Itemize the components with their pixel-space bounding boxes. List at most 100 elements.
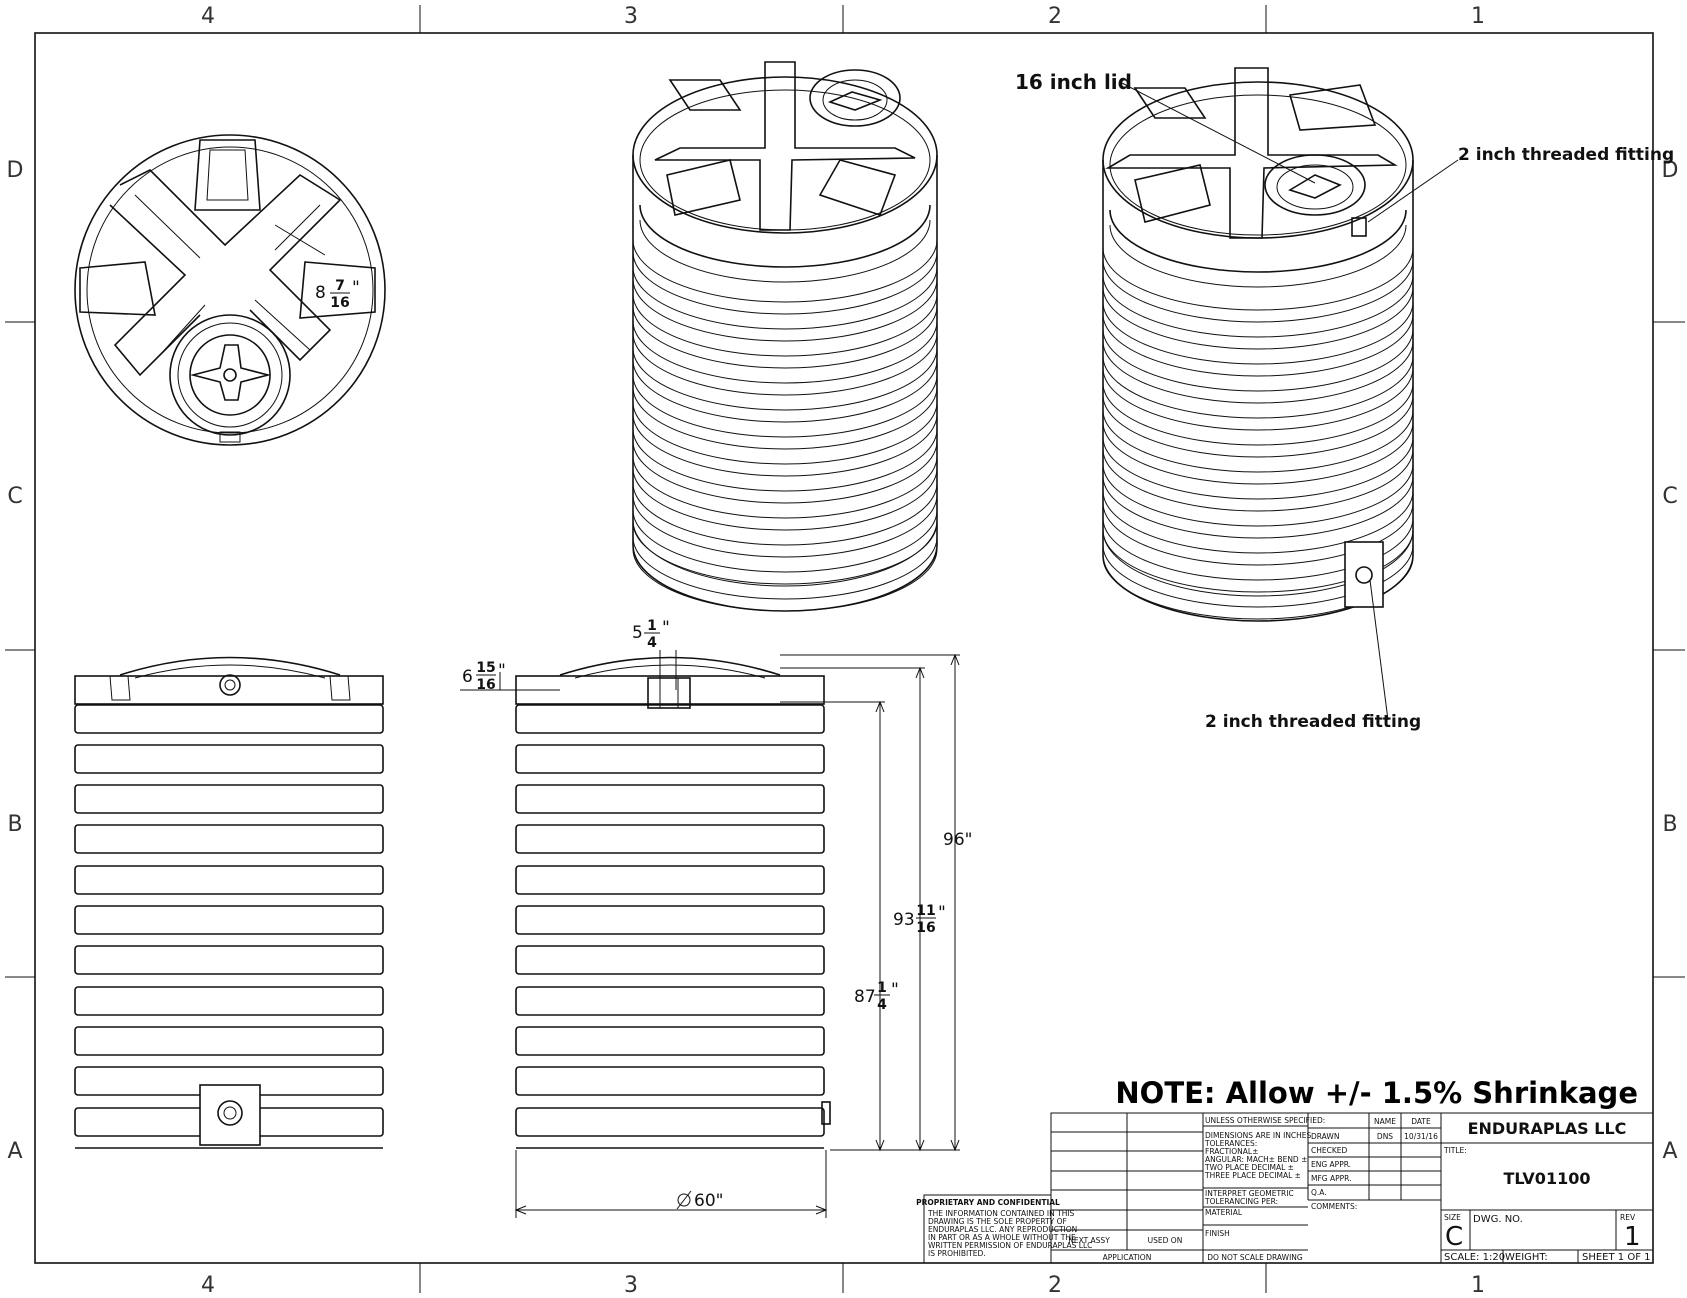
dim-top-num: 7: [335, 278, 345, 294]
dim-top-den: 16: [330, 295, 349, 311]
interpret-line-1: INTERPRET GEOMETRIC: [1205, 1189, 1294, 1198]
tank-rib: [74, 1026, 384, 1056]
col-name: NAME: [1374, 1117, 1396, 1126]
tank-rib: [632, 455, 938, 519]
tank-rib: [632, 374, 938, 438]
tank-rib: [74, 945, 384, 975]
comments-label: COMMENTS:: [1311, 1202, 1357, 1211]
zone-col-3-top: 3: [624, 4, 638, 29]
zone-col-4-bottom: 4: [201, 1273, 215, 1298]
tank-rib: [1102, 517, 1414, 581]
dim-h3-den: 4: [877, 997, 887, 1013]
zone-row-b-left: B: [7, 812, 22, 837]
side-view: [460, 650, 960, 1218]
tank-rib: [515, 784, 825, 814]
tol-line-4: ANGULAR: MACH± BEND ±: [1205, 1155, 1307, 1164]
used-on-label: USED ON: [1148, 1236, 1183, 1245]
isometric-view-right: [1102, 67, 1459, 721]
zone-row-d-left: D: [7, 158, 24, 183]
drawn-date: 10/31/16: [1404, 1132, 1438, 1141]
tank-rib: [632, 266, 938, 330]
tank-rib: [632, 536, 938, 600]
tank-rib: [1102, 463, 1414, 527]
tank-rib: [1102, 544, 1414, 608]
tank-rib: [632, 413, 938, 477]
dim-dome-num: 15: [476, 660, 495, 676]
tank-rib: [515, 1026, 825, 1056]
dwg-no-label: DWG. NO.: [1473, 1214, 1523, 1225]
tank-rib: [515, 744, 825, 774]
drawing-frame: [34, 32, 1654, 1264]
tank-rib: [1102, 382, 1414, 446]
dim-h2-num: 11: [916, 903, 935, 919]
tank-rib: [632, 494, 938, 558]
tol-line-5: TWO PLACE DECIMAL ±: [1204, 1163, 1294, 1172]
zone-row-c-right: C: [1662, 484, 1677, 509]
checked-label: CHECKED: [1311, 1146, 1348, 1155]
zone-col-1-top: 1: [1471, 4, 1485, 29]
tank-rib: [1102, 355, 1414, 419]
tank-rib: [515, 1066, 825, 1096]
tank-rib: [74, 865, 384, 895]
tank-rib: [74, 784, 384, 814]
company-name: ENDURAPLAS LLC: [1468, 1119, 1627, 1138]
dim-h2-inch: ": [938, 903, 946, 923]
tank-rib: [1102, 394, 1414, 458]
proprietary-line-2: DRAWING IS THE SOLE PROPERTY OF: [928, 1217, 1067, 1226]
dim-rise-den: 4: [647, 635, 657, 651]
proprietary-line-4: IN PART OR AS A WHOLE WITHOUT THE: [928, 1233, 1076, 1242]
tank-rib: [632, 509, 938, 573]
interpret-line-2: TOLERANCING PER:: [1204, 1197, 1278, 1206]
zone-col-2-bottom: 2: [1048, 1273, 1062, 1298]
shrinkage-note: NOTE: Allow +/- 1.5% Shrinkage: [1115, 1076, 1638, 1110]
next-assy-label: NEXT ASSY: [1068, 1236, 1110, 1245]
tank-rib: [74, 905, 384, 935]
tank-rib: [1102, 436, 1414, 500]
revision: 1: [1624, 1222, 1641, 1252]
zone-row-b-right: B: [1662, 812, 1677, 837]
proprietary-line-3: ENDURAPLAS LLC. ANY REPRODUCTION: [928, 1225, 1077, 1234]
material-label: MATERIAL: [1205, 1208, 1243, 1217]
callout-2-inch-fitting-top: 2 inch threaded fitting: [1458, 145, 1674, 165]
col-date: DATE: [1411, 1117, 1431, 1126]
tank-rib: [632, 251, 938, 315]
dim-top-inch: ": [352, 278, 360, 298]
tank-rib: [1102, 259, 1414, 323]
tank-rib: [632, 278, 938, 342]
proprietary-line-1: THE INFORMATION CONTAINED IN THIS: [927, 1209, 1075, 1218]
tol-line-6: THREE PLACE DECIMAL ±: [1204, 1171, 1301, 1180]
tank-rib: [632, 347, 938, 411]
tank-rib: [632, 320, 938, 384]
unless-specified: UNLESS OTHERWISE SPECIFIED:: [1205, 1116, 1325, 1125]
tank-rib: [632, 467, 938, 531]
eng-appr-label: ENG APPR.: [1311, 1160, 1351, 1169]
dim-rise-whole: 5: [632, 623, 643, 643]
weight: WEIGHT:: [1505, 1252, 1548, 1263]
zone-ticks: [5, 5, 1685, 1293]
sheet-size: C: [1445, 1222, 1463, 1252]
tank-rib: [515, 905, 825, 935]
callout-2-inch-fitting-bottom: 2 inch threaded fitting: [1205, 712, 1421, 732]
tol-line-2: TOLERANCES:: [1204, 1139, 1257, 1148]
title-block: [923, 1112, 1654, 1264]
tank-rib: [1102, 367, 1414, 431]
tol-line-1: DIMENSIONS ARE IN INCHES: [1205, 1131, 1312, 1140]
tank-rib: [1102, 286, 1414, 350]
isometric-view: [632, 61, 938, 612]
callout-16-inch-lid: 16 inch lid: [1015, 70, 1132, 94]
tank-rib: [632, 548, 938, 612]
dim-overall-height: 96": [943, 830, 972, 850]
tank-rib: [1102, 301, 1414, 365]
tank-rib: [632, 401, 938, 465]
tank-rib: [1102, 490, 1414, 554]
tank-rib: [632, 359, 938, 423]
tank-rib: [515, 1107, 825, 1137]
tank-rib: [632, 293, 938, 357]
do-not-scale: DO NOT SCALE DRAWING: [1207, 1253, 1303, 1262]
tank-rib: [515, 704, 825, 734]
tank-rib: [632, 386, 938, 450]
tank-rib: [74, 744, 384, 774]
tank-rib: [1102, 448, 1414, 512]
dim-h3-whole: 87: [854, 987, 876, 1007]
zone-col-1-bottom: 1: [1471, 1273, 1485, 1298]
